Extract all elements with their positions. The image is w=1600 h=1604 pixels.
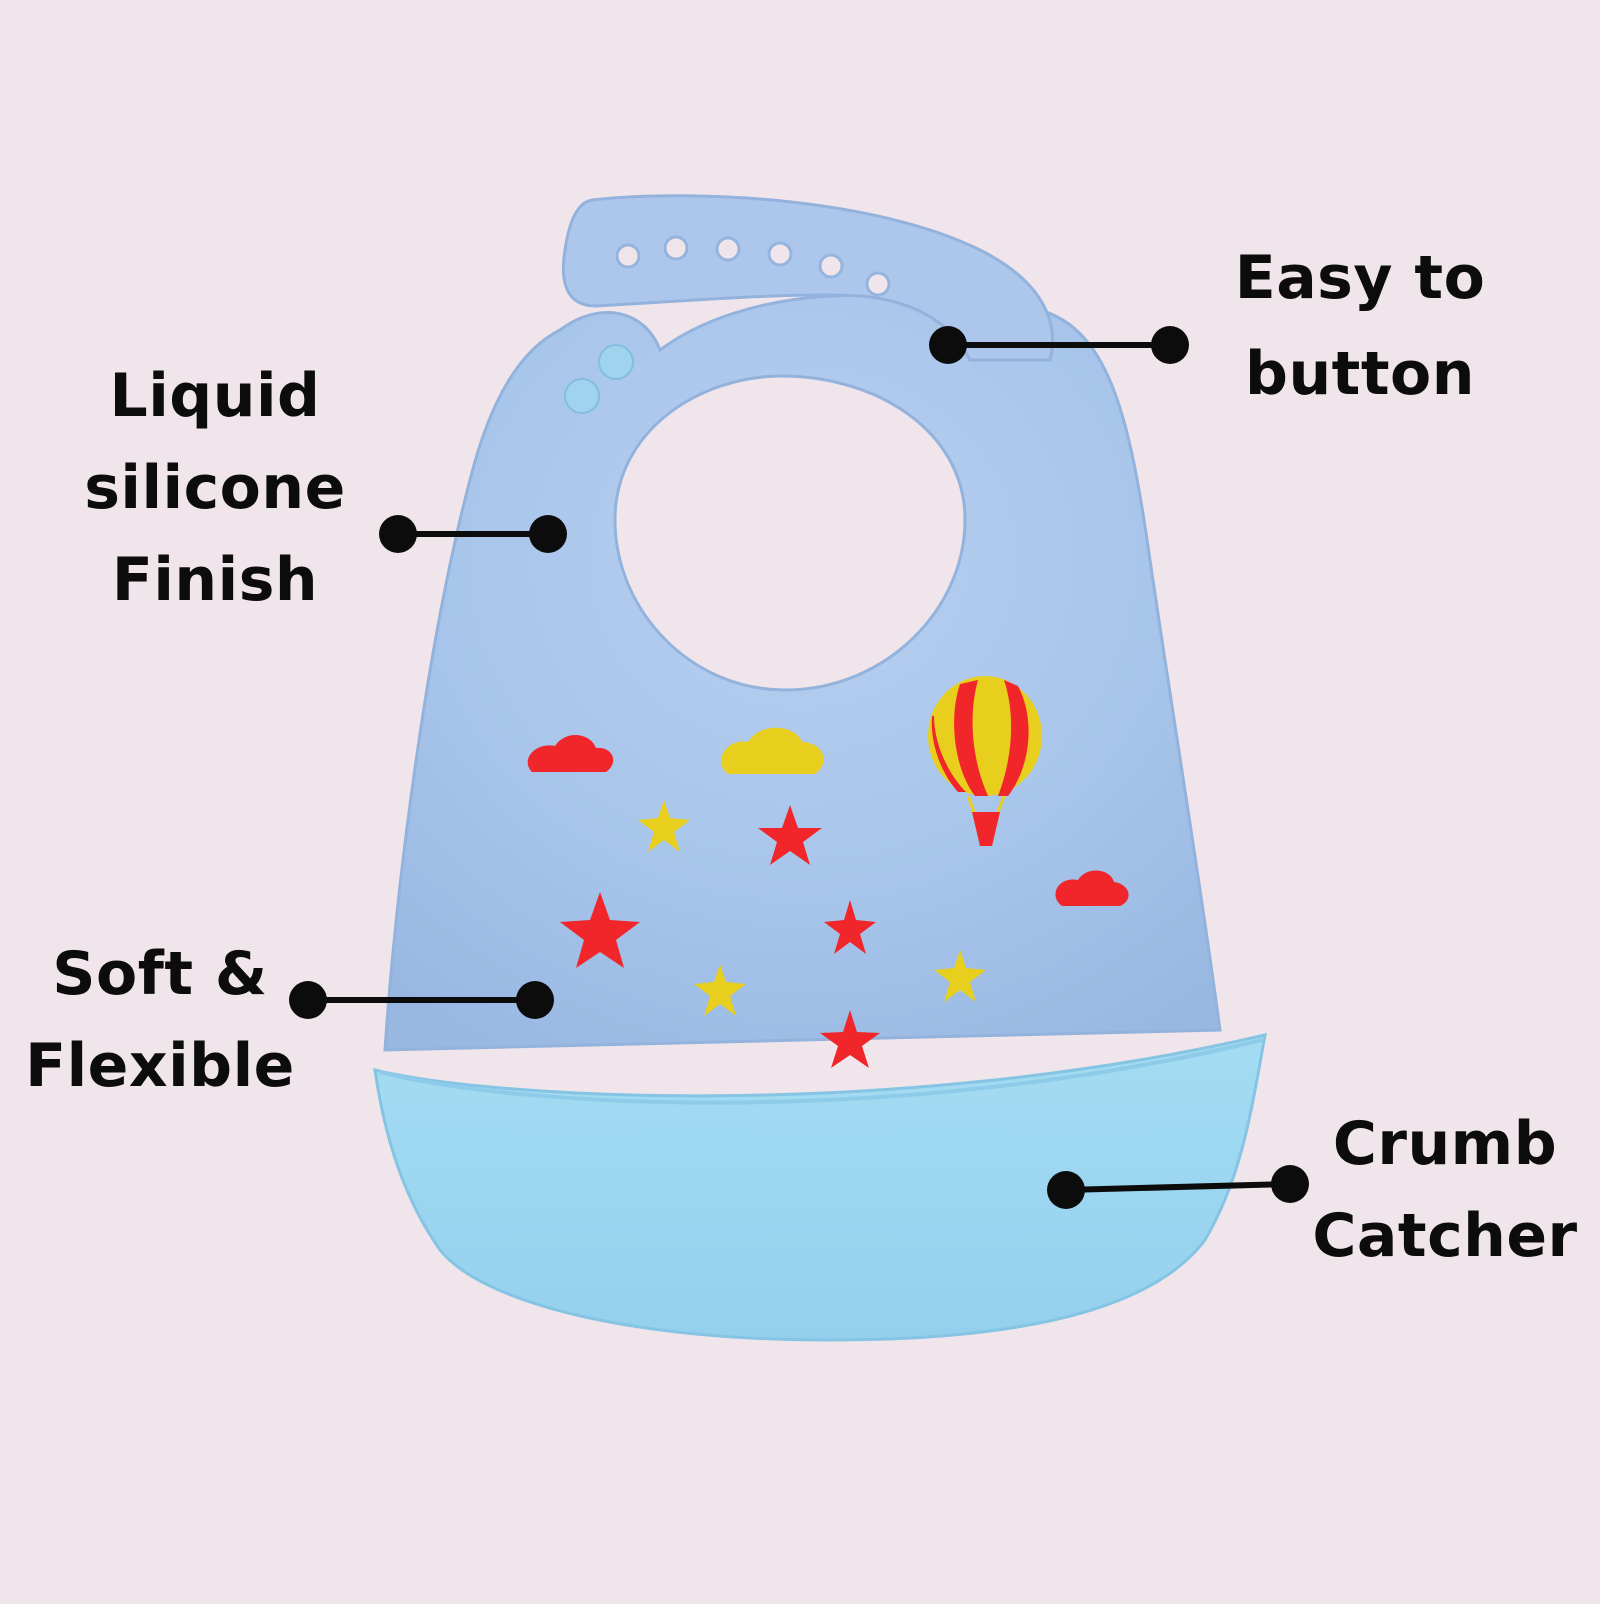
- callout-liquid-silicone: Liquid silicone Finish: [60, 350, 370, 626]
- yellow-cloud: [721, 727, 824, 774]
- red-cloud-left: [527, 734, 614, 772]
- red-cloud-right: [1055, 870, 1129, 906]
- pocket-rim: [379, 1038, 1263, 1105]
- callout-liquid-line2: silicone: [84, 453, 346, 523]
- callout-pointer-easy: [929, 326, 1189, 364]
- red-stars: [560, 805, 880, 1068]
- yellow-stars: [638, 800, 986, 1016]
- crumb-pocket: [373, 1033, 1267, 1342]
- callout-easy-line1: Easy to: [1234, 243, 1486, 313]
- callout-soft-line2: Flexible: [25, 1031, 295, 1101]
- callout-crumb-line1: Crumb: [1332, 1109, 1558, 1179]
- callout-liquid-line3: Finish: [111, 545, 319, 615]
- callout-easy-to-button: Easy to button: [1200, 230, 1520, 422]
- callout-pointer-liquid: [379, 515, 567, 553]
- snap-buttons: [564, 344, 634, 414]
- callout-soft-line1: Soft &: [52, 939, 268, 1009]
- bib-body: [383, 293, 1222, 1052]
- callout-easy-line2: button: [1245, 339, 1475, 409]
- bib-strap: [561, 194, 1054, 362]
- callout-crumb-line2: Catcher: [1312, 1201, 1578, 1271]
- callout-soft-flexible: Soft & Flexible: [20, 928, 300, 1112]
- callout-pointer-soft: [289, 981, 554, 1019]
- callout-liquid-line1: Liquid: [109, 361, 321, 431]
- callout-pointer-crumb: [1047, 1165, 1309, 1209]
- hot-air-balloon: [928, 676, 1042, 846]
- strap-holes: [615, 235, 891, 297]
- callout-crumb-catcher: Crumb Catcher: [1300, 1098, 1590, 1282]
